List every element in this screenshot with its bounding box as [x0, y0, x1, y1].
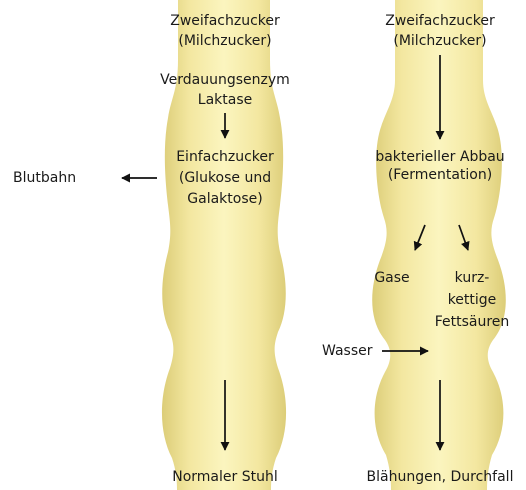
bloodstream-label: Blutbahn: [13, 169, 103, 188]
right-top-label-line2: (Milchzucker): [340, 32, 526, 51]
water-label: Wasser: [322, 342, 382, 361]
fatty-acids-label-line3: Fettsäuren: [420, 313, 524, 332]
fatty-acids-label-line1: kurz-: [420, 269, 524, 288]
left-product-label-line1: Einfachzucker: [125, 148, 325, 167]
left-product-label-line3: Galaktose): [125, 190, 325, 209]
gases-label: Gase: [362, 269, 422, 288]
left-top-label-line1: Zweifachzucker: [125, 12, 325, 31]
left-top-label-line2: (Milchzucker): [125, 32, 325, 51]
normal-stool-label: Normaler Stuhl: [125, 468, 325, 487]
left-enzyme-label-line1: Verdauungsenzym: [125, 71, 325, 90]
small-intestine-tube-right: [372, 0, 506, 490]
right-process-label-line1: bakterieller Abbau: [340, 148, 526, 167]
right-process-label-line2: (Fermentation): [340, 166, 526, 185]
left-enzyme-label-line2: Laktase: [125, 91, 325, 110]
right-top-label-line1: Zweifachzucker: [340, 12, 526, 31]
bloating-diarrhea-label: Blähungen, Durchfall: [340, 468, 526, 487]
left-product-label-line2: (Glukose und: [125, 169, 325, 188]
fatty-acids-label-line2: kettige: [420, 291, 524, 310]
